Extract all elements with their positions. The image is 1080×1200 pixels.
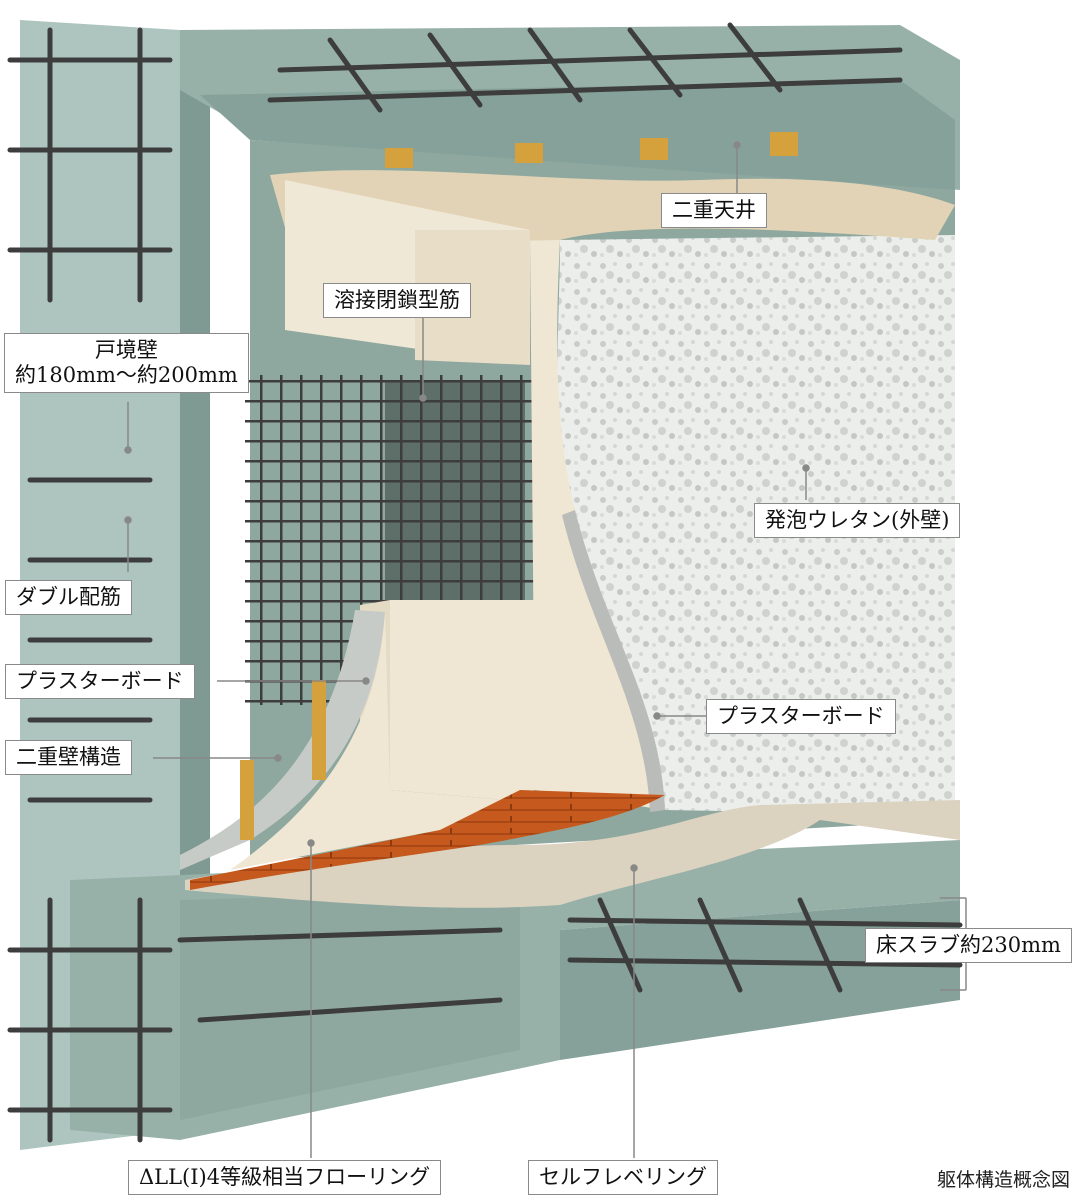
welded-column — [385, 380, 525, 600]
label-self-leveling: セルフレベリング — [528, 1160, 718, 1195]
label-plaster-board-right: プラスターボード — [706, 699, 896, 734]
plaster-board-wall — [530, 240, 665, 810]
label-floor-slab: 床スラブ約230mm — [865, 928, 1072, 963]
top-slab-rebar — [267, 22, 903, 113]
label-welded-closed-rebar: 溶接閉鎖型筋 — [323, 283, 471, 318]
left-wall-rebar — [7, 27, 173, 1143]
wood-flooring — [190, 790, 665, 890]
label-party-wall-title: 戸境壁 — [94, 338, 158, 362]
label-party-wall-thickness: 約180mm～約200mm — [15, 362, 238, 387]
self-leveling-floor — [185, 800, 960, 908]
beam-bulkhead — [285, 180, 530, 365]
label-double-ceiling: 二重天井 — [661, 193, 767, 228]
label-flooring: ΔLL(I)4等級相当フローリング — [128, 1160, 442, 1195]
label-double-rebar: ダブル配筋 — [5, 580, 132, 615]
label-party-wall: 戸境壁 約180mm～約200mm — [4, 333, 249, 393]
label-plaster-board-left: プラスターボード — [5, 664, 195, 699]
bottom-slab — [70, 840, 960, 1140]
leader-lines — [124, 141, 967, 1158]
wall-studs — [240, 680, 326, 840]
double-wall-plaster — [180, 610, 385, 870]
label-urethane-foam: 発泡ウレタン(外壁) — [754, 503, 961, 538]
label-double-wall: 二重壁構造 — [5, 740, 132, 775]
diagram-caption: 躯体構造概念図 — [936, 1169, 1070, 1191]
ceiling-joists — [385, 132, 798, 168]
